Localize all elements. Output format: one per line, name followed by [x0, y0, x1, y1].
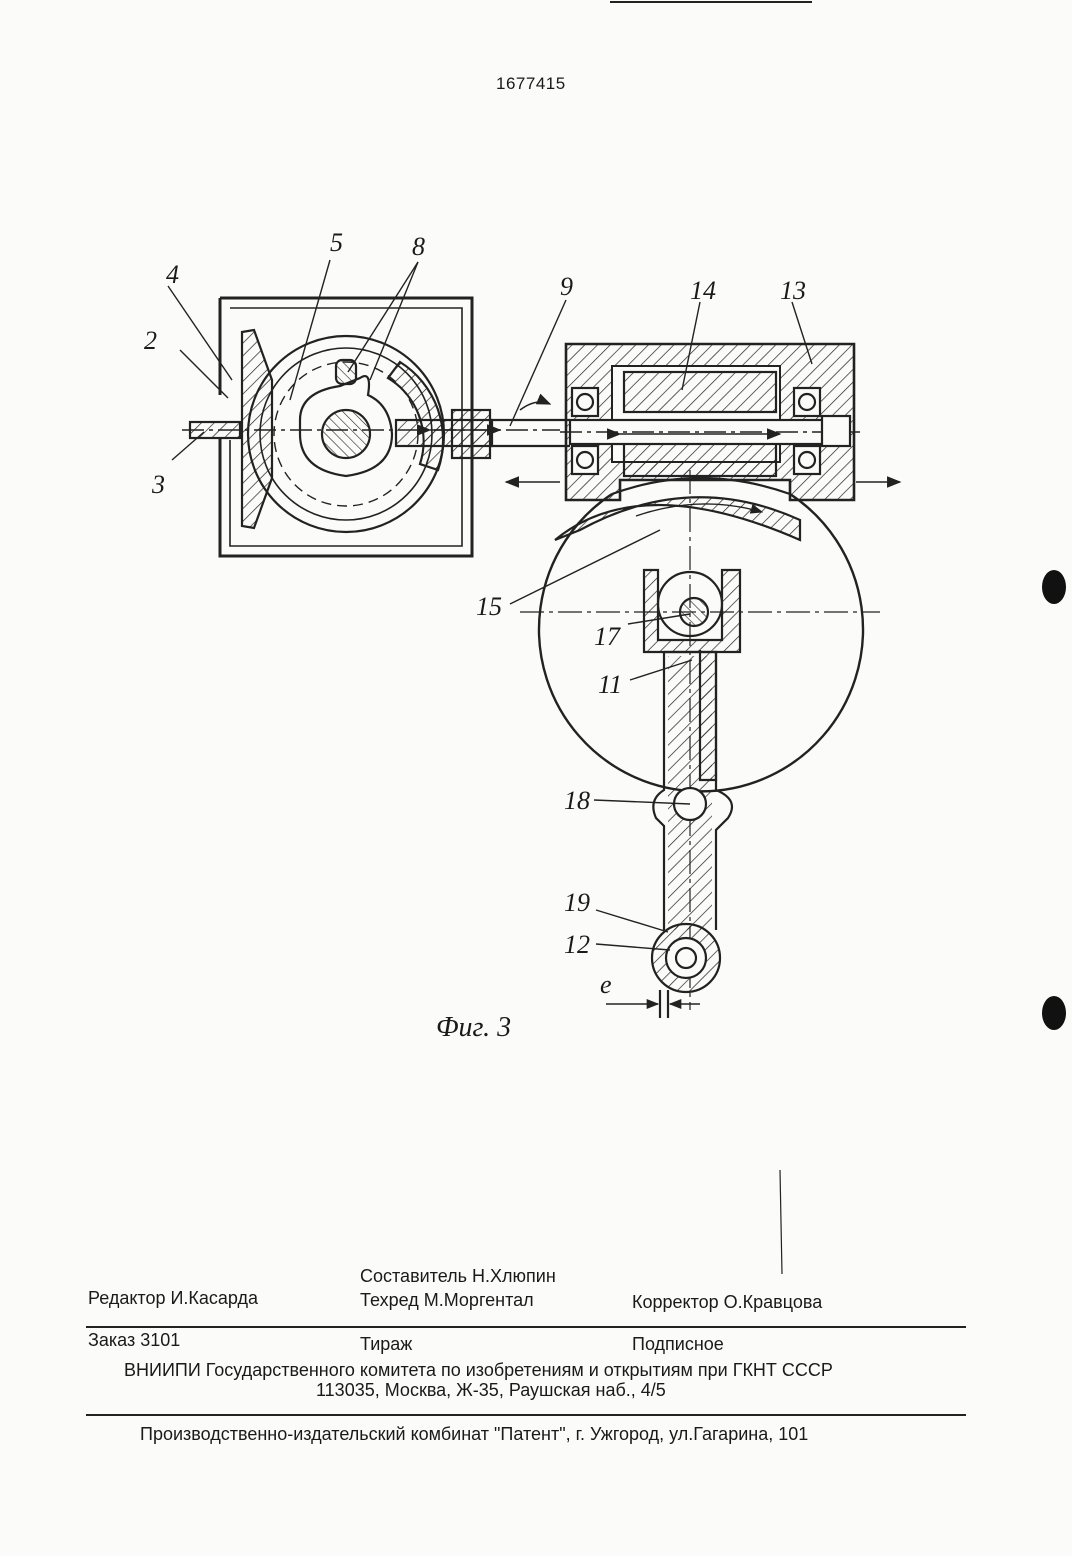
label-18: 18 — [564, 786, 590, 816]
editor: Редактор И.Касарда — [88, 1288, 258, 1309]
order-number: Заказ 3101 — [88, 1330, 180, 1351]
binding-hole-mark — [1042, 570, 1066, 604]
label-14: 14 — [690, 276, 716, 306]
techred: Техред М.Моргентал — [360, 1290, 534, 1311]
circulation: Тираж — [360, 1334, 412, 1355]
label-12: 12 — [564, 930, 590, 960]
label-13: 13 — [780, 276, 806, 306]
address: 113035, Москва, Ж-35, Раушская наб., 4/5 — [316, 1380, 666, 1401]
binding-hole-mark — [1042, 996, 1066, 1030]
label-11: 11 — [598, 670, 622, 700]
subscription: Подписное — [632, 1334, 724, 1355]
label-2: 2 — [144, 326, 157, 356]
compiler: Составитель Н.Хлюпин — [360, 1266, 556, 1287]
divider-top — [86, 1326, 966, 1328]
bevel-gear-4 — [242, 330, 272, 528]
motor-core-14 — [624, 372, 776, 412]
label-3: 3 — [152, 470, 165, 500]
label-e: e — [600, 970, 612, 1000]
corrector: Корректор О.Кравцова — [632, 1292, 822, 1313]
label-15: 15 — [476, 592, 502, 622]
printer: Производственно-издательский комбинат "П… — [140, 1424, 808, 1445]
label-9: 9 — [560, 272, 573, 302]
rotation-arrow-9 — [520, 402, 550, 410]
label-5: 5 — [330, 228, 343, 258]
divider-bottom — [86, 1414, 966, 1416]
label-4: 4 — [166, 260, 179, 290]
figure-caption: Фиг. 3 — [436, 1012, 511, 1044]
label-17: 17 — [594, 622, 620, 652]
label-8: 8 — [412, 232, 425, 262]
institute: ВНИИПИ Государственного комитета по изоб… — [124, 1360, 833, 1381]
label-19: 19 — [564, 888, 590, 918]
